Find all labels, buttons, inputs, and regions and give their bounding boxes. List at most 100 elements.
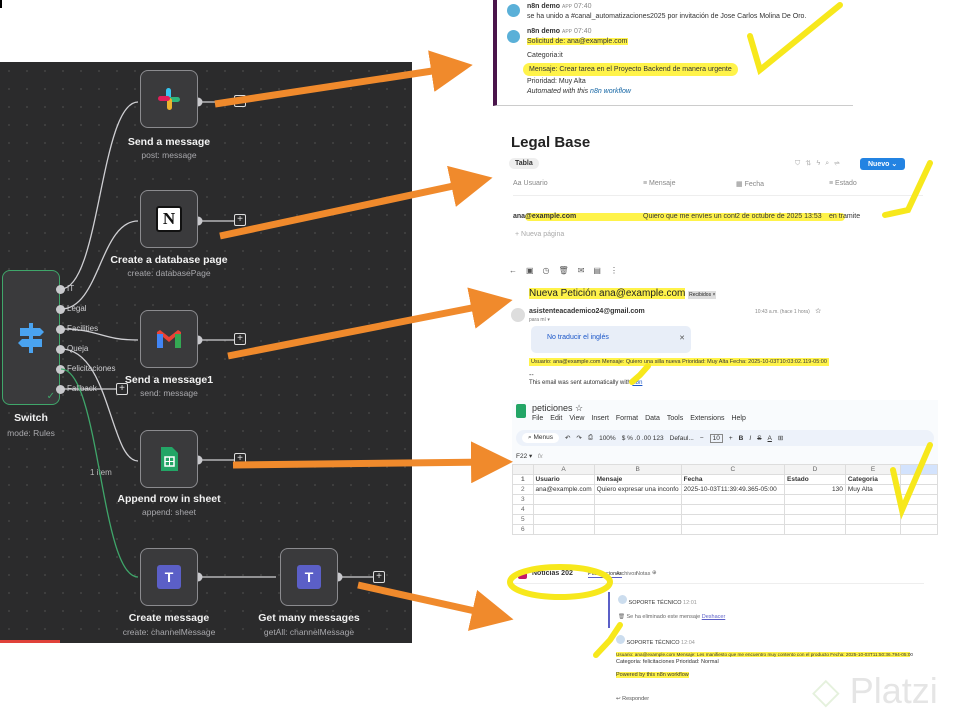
workflow-link[interactable]: n8n workflow xyxy=(590,88,631,95)
star-icon[interactable]: ☆ xyxy=(575,403,584,413)
output-port-felicitaciones[interactable] xyxy=(56,365,65,374)
menu-item[interactable]: Insert xyxy=(591,415,609,422)
output-port-fallback[interactable] xyxy=(56,385,65,394)
node-title: Send a message xyxy=(127,136,211,148)
menus-search[interactable]: ⌕ Menus xyxy=(522,433,559,443)
bold-button[interactable]: B xyxy=(738,434,744,442)
post-time: 12:04 xyxy=(681,640,695,646)
menu-item[interactable]: Tools xyxy=(666,415,684,422)
menu-item[interactable]: Extensions xyxy=(690,415,725,422)
message-line: Solicitud de: ana@example.com xyxy=(527,38,628,45)
undo-icon[interactable]: ↶ xyxy=(564,435,571,442)
column-header: ≡ Mensaje xyxy=(643,180,676,187)
post-user: SOPORTE TÉCNICO xyxy=(628,600,682,606)
slack-icon xyxy=(158,88,180,110)
new-page-button[interactable]: + Nueva página xyxy=(515,231,565,238)
zoom-select[interactable]: 100% xyxy=(599,434,616,442)
menu-item[interactable]: Edit xyxy=(550,415,563,422)
workflow-canvas[interactable]: ✓ Switch mode: Rules IT Legal Facilities… xyxy=(0,62,412,643)
new-button[interactable]: Nuevo ⌄ xyxy=(860,158,906,170)
node-subtitle: getAll: channelMessage xyxy=(263,627,355,637)
notion-icon: N xyxy=(156,206,182,232)
cell: ana@example.com xyxy=(513,213,577,220)
toolbar-icons[interactable]: ⛉⇅ϟ⌕⇌ xyxy=(795,160,845,167)
switch-node[interactable]: ✓ xyxy=(2,270,60,405)
reply-button[interactable]: ↩ Responder xyxy=(616,696,650,702)
menu-item[interactable]: File xyxy=(532,415,544,422)
menu-item[interactable]: View xyxy=(569,415,585,422)
close-icon[interactable]: ✕ xyxy=(679,335,685,342)
teams-create-node[interactable]: T xyxy=(140,548,198,606)
font-size-input[interactable]: 10 xyxy=(709,433,723,443)
avatar xyxy=(511,308,525,322)
gmail-screenshot: ←▣◷🗑✉▤⋮ Nueva Petición ana@example.com R… xyxy=(505,262,835,392)
output-port-legal[interactable] xyxy=(56,305,65,314)
post-footer[interactable]: Powered by this n8n workflow xyxy=(616,672,689,678)
message-user: n8n demo xyxy=(527,28,561,35)
add-tab-icon[interactable]: ⊕ xyxy=(652,570,657,576)
print-icon[interactable]: ⎙ xyxy=(587,434,594,441)
output-port-queja[interactable] xyxy=(56,345,65,354)
font-size-decrease[interactable]: − xyxy=(699,434,704,442)
post-text: Categoria: felicitaciones Prioridad: Nor… xyxy=(616,659,719,665)
translate-banner: No traducir el inglés✕ xyxy=(531,326,691,353)
channel-name: Noticias 202 xyxy=(532,570,573,577)
output-port-it[interactable] xyxy=(56,285,65,294)
italic-button[interactable]: I xyxy=(749,434,752,442)
add-node-button[interactable]: + xyxy=(234,333,246,345)
highlight-stroke xyxy=(525,213,845,221)
tab-archivos[interactable]: Archivos xyxy=(616,571,638,577)
recipient[interactable]: para mí ▾ xyxy=(529,317,550,323)
font-size-increase[interactable]: + xyxy=(728,434,733,442)
post-time: 12:01 xyxy=(683,600,697,606)
avatar xyxy=(507,30,520,43)
teams-get-node[interactable]: T xyxy=(280,548,338,606)
undo-link[interactable]: Deshacer xyxy=(701,614,726,620)
success-check-icon: ✓ xyxy=(46,391,55,402)
strikethrough-button[interactable]: S xyxy=(757,434,762,442)
output-port-facilities[interactable] xyxy=(56,325,65,334)
notion-node[interactable]: N xyxy=(140,190,198,248)
item-count-label: 1 item xyxy=(90,468,112,477)
spreadsheet-title[interactable]: peticiones xyxy=(532,403,573,413)
column-header: ▦ Fecha xyxy=(736,181,765,188)
tab-notas[interactable]: Notas xyxy=(636,571,651,577)
star-icon[interactable]: ☆ xyxy=(815,308,822,315)
font-select[interactable]: Defaul... xyxy=(669,434,694,442)
view-tab-tabla[interactable]: Tabla xyxy=(509,158,539,169)
gmail-node[interactable] xyxy=(140,310,198,368)
message-line: Prioridad: Muy Alta xyxy=(527,78,586,85)
cell: en tramite xyxy=(829,213,861,220)
menu-item[interactable]: Data xyxy=(645,415,660,422)
inbox-label[interactable]: Recibidos × xyxy=(688,291,717,299)
gmail-toolbar[interactable]: ←▣◷🗑✉▤⋮ xyxy=(509,266,627,275)
add-node-button[interactable]: + xyxy=(373,571,385,583)
name-box[interactable]: F22 xyxy=(516,453,528,460)
google-sheets-node[interactable] xyxy=(140,430,198,488)
channel-icon xyxy=(518,570,527,579)
separator: -- xyxy=(529,372,534,379)
message-line: Mensaje: Crear tarea en el Proyecto Back… xyxy=(523,63,738,76)
menu-item[interactable]: Help xyxy=(731,415,746,422)
redo-icon[interactable]: ↷ xyxy=(576,435,582,442)
message-line: Categoria:it xyxy=(527,52,563,59)
text-color-button[interactable]: A xyxy=(767,434,772,442)
switch-subtitle: mode: Rules xyxy=(7,428,55,438)
message-time: 07:40 xyxy=(573,28,592,35)
node-subtitle: post: message xyxy=(141,150,197,160)
menu-item[interactable]: Format xyxy=(615,415,639,422)
node-subtitle: send: message xyxy=(140,388,198,398)
add-node-button[interactable]: + xyxy=(234,453,246,465)
deleted-text: Se ha eliminado este mensaje xyxy=(626,614,701,620)
add-node-button[interactable]: + xyxy=(234,214,246,226)
output-label: Legal xyxy=(67,304,87,313)
slack-node[interactable] xyxy=(140,70,198,128)
output-label: Facilities xyxy=(67,324,99,333)
add-node-button[interactable]: + xyxy=(234,95,246,107)
toolbar: ⌕ Menus ↶↷⎙ 100%$ % .0 .00 123 Defaul...… xyxy=(516,430,934,446)
table-row[interactable]: ana@example.com Quiero que me envíes un … xyxy=(513,213,923,220)
teams-icon: T xyxy=(157,565,181,589)
n8n-link[interactable]: n8n xyxy=(632,380,643,386)
borders-icon[interactable]: ⊞ xyxy=(777,435,784,442)
